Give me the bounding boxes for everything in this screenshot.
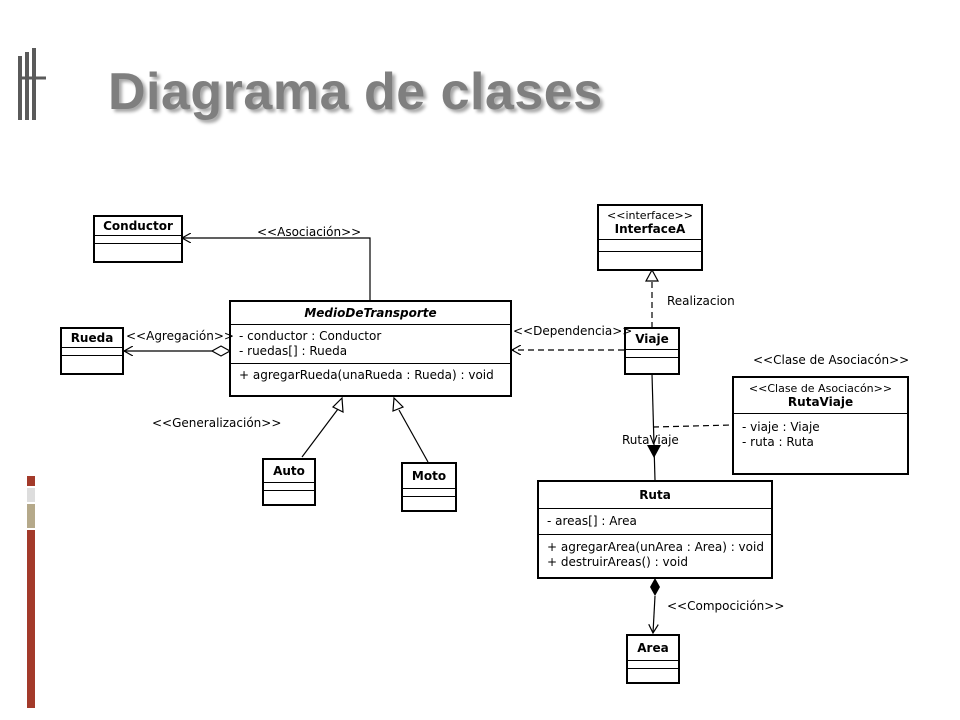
operation: + agregarArea(unArea : Area) : void (547, 540, 764, 554)
class-medio-de-transporte: MedioDeTransporte - conductor : Conducto… (229, 300, 512, 397)
operations-compartment (626, 358, 678, 366)
stereotype: <<interface>> (607, 209, 693, 222)
attributes-compartment (626, 350, 678, 358)
attribute: - viaje : Viaje (742, 420, 820, 434)
operations-compartment (95, 244, 181, 252)
label-realizacion: Realizacion (667, 294, 735, 308)
class-ruta: Ruta - areas[] : Area + agregarArea(unAr… (537, 480, 773, 579)
class-name: Viaje (626, 329, 678, 350)
class-name: Moto (403, 464, 455, 489)
attributes-compartment (95, 236, 181, 244)
attributes-compartment: - areas[] : Area (539, 509, 771, 535)
attribute: - ruedas[] : Rueda (239, 344, 348, 358)
generalizacion-line-moto (398, 409, 429, 463)
operations-compartment (403, 497, 455, 505)
class-name: InterfaceA (614, 222, 686, 236)
operations-compartment (599, 252, 701, 260)
operation: + agregarRueda(unaRueda : Rueda) : void (239, 368, 494, 382)
left-accent-bar-red (27, 530, 35, 708)
class-conductor: Conductor (93, 215, 183, 263)
operation: + destruirAreas() : void (547, 555, 688, 569)
attribute: - conductor : Conductor (239, 329, 382, 343)
class-name: Rueda (62, 329, 122, 348)
class-rutaviaje: <<Clase de Asociacón>> RutaViaje - viaje… (732, 376, 909, 475)
left-accent-bar-red-top (27, 476, 35, 486)
class-header: <<Clase de Asociacón>> RutaViaje (734, 378, 907, 414)
realizacion-triangle (644, 268, 660, 282)
generalizacion-triangle-auto (331, 396, 344, 414)
class-name: Conductor (95, 217, 181, 236)
attributes-compartment (264, 483, 314, 491)
attributes-compartment: - conductor : Conductor - ruedas[] : Rue… (231, 325, 510, 364)
attribute: - ruta : Ruta (742, 435, 814, 449)
generalizacion-line-auto (301, 408, 339, 458)
left-accent-bar-light (27, 488, 35, 502)
label-composicion: <<Compocición>> (667, 599, 785, 613)
asociacion-line (182, 238, 371, 300)
label-generalizacion: <<Generalización>> (152, 416, 282, 430)
generalizacion-triangle-moto (392, 396, 405, 412)
page-title: Diagrama de clases (108, 63, 603, 121)
attributes-compartment (628, 661, 678, 669)
label-agregacion: <<Agregación>> (126, 329, 234, 343)
operations-compartment (264, 491, 314, 499)
attributes-compartment: - viaje : Viaje - ruta : Ruta (734, 414, 907, 452)
operations-compartment: + agregarArea(unArea : Area) : void + de… (539, 535, 771, 572)
class-name: Area (628, 636, 678, 661)
attributes-compartment (403, 489, 455, 497)
class-name: RutaViaje (787, 395, 854, 409)
agregacion-diamond (210, 345, 232, 357)
class-name: Auto (264, 460, 314, 483)
composicion-diamond (650, 578, 660, 596)
class-name: Ruta (539, 482, 771, 509)
attributes-compartment (62, 348, 122, 356)
left-accent-bar-tan (27, 504, 35, 528)
ruta-viaje-arrowhead (647, 445, 661, 458)
label-dependencia: <<Dependencia>> (513, 324, 633, 338)
class-moto: Moto (401, 462, 457, 512)
label-clase-asociacion: <<Clase de Asociacón>> (753, 353, 910, 367)
label-ruta-viaje: RutaViaje (622, 433, 679, 447)
attributes-compartment (599, 240, 701, 252)
label-asociacion: <<Asociación>> (257, 225, 362, 239)
clase-asociacion-link (652, 424, 733, 428)
interface-header: <<interface>> InterfaceA (599, 206, 701, 240)
class-rueda: Rueda (60, 327, 124, 375)
class-viaje: Viaje (624, 327, 680, 375)
attribute: - areas[] : Area (547, 514, 637, 528)
operations-compartment (628, 669, 678, 677)
stereotype: <<Clase de Asociacón>> (748, 382, 893, 395)
operations-compartment (62, 356, 122, 364)
class-name: MedioDeTransporte (231, 302, 510, 325)
interface-interfacea: <<interface>> InterfaceA (597, 204, 703, 271)
composicion-line (653, 595, 655, 633)
title-bars-decoration (18, 48, 46, 120)
class-auto: Auto (262, 458, 316, 506)
operations-compartment: + agregarRueda(unaRueda : Rueda) : void (231, 364, 510, 385)
class-area: Area (626, 634, 680, 684)
